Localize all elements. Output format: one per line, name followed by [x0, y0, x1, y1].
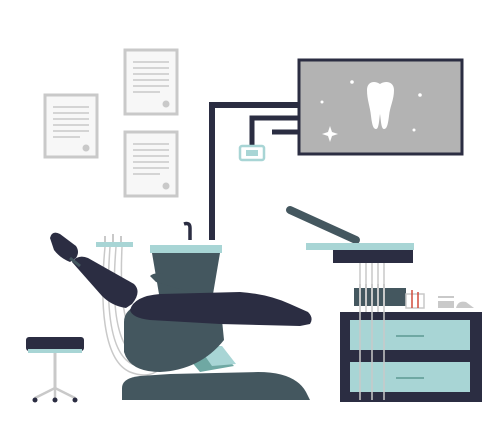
dental-lamp-arm [209, 102, 308, 240]
wall-certificate-top [123, 48, 179, 116]
instrument-hoses-front [359, 312, 385, 400]
spittoon-unit [150, 221, 222, 300]
wall-certificate-bottom [123, 130, 179, 198]
dental-cabinet [340, 312, 482, 402]
sparkle-icon [320, 80, 422, 142]
handpiece-holder [354, 284, 406, 306]
cabinet-top-items [405, 290, 474, 309]
wall-certificate-left [43, 93, 99, 159]
dental-stool [26, 337, 84, 403]
tooth-icon [367, 82, 394, 129]
right-instrument-arm [286, 206, 414, 263]
dental-lamp-head [238, 144, 266, 162]
dental-chair [50, 232, 312, 400]
